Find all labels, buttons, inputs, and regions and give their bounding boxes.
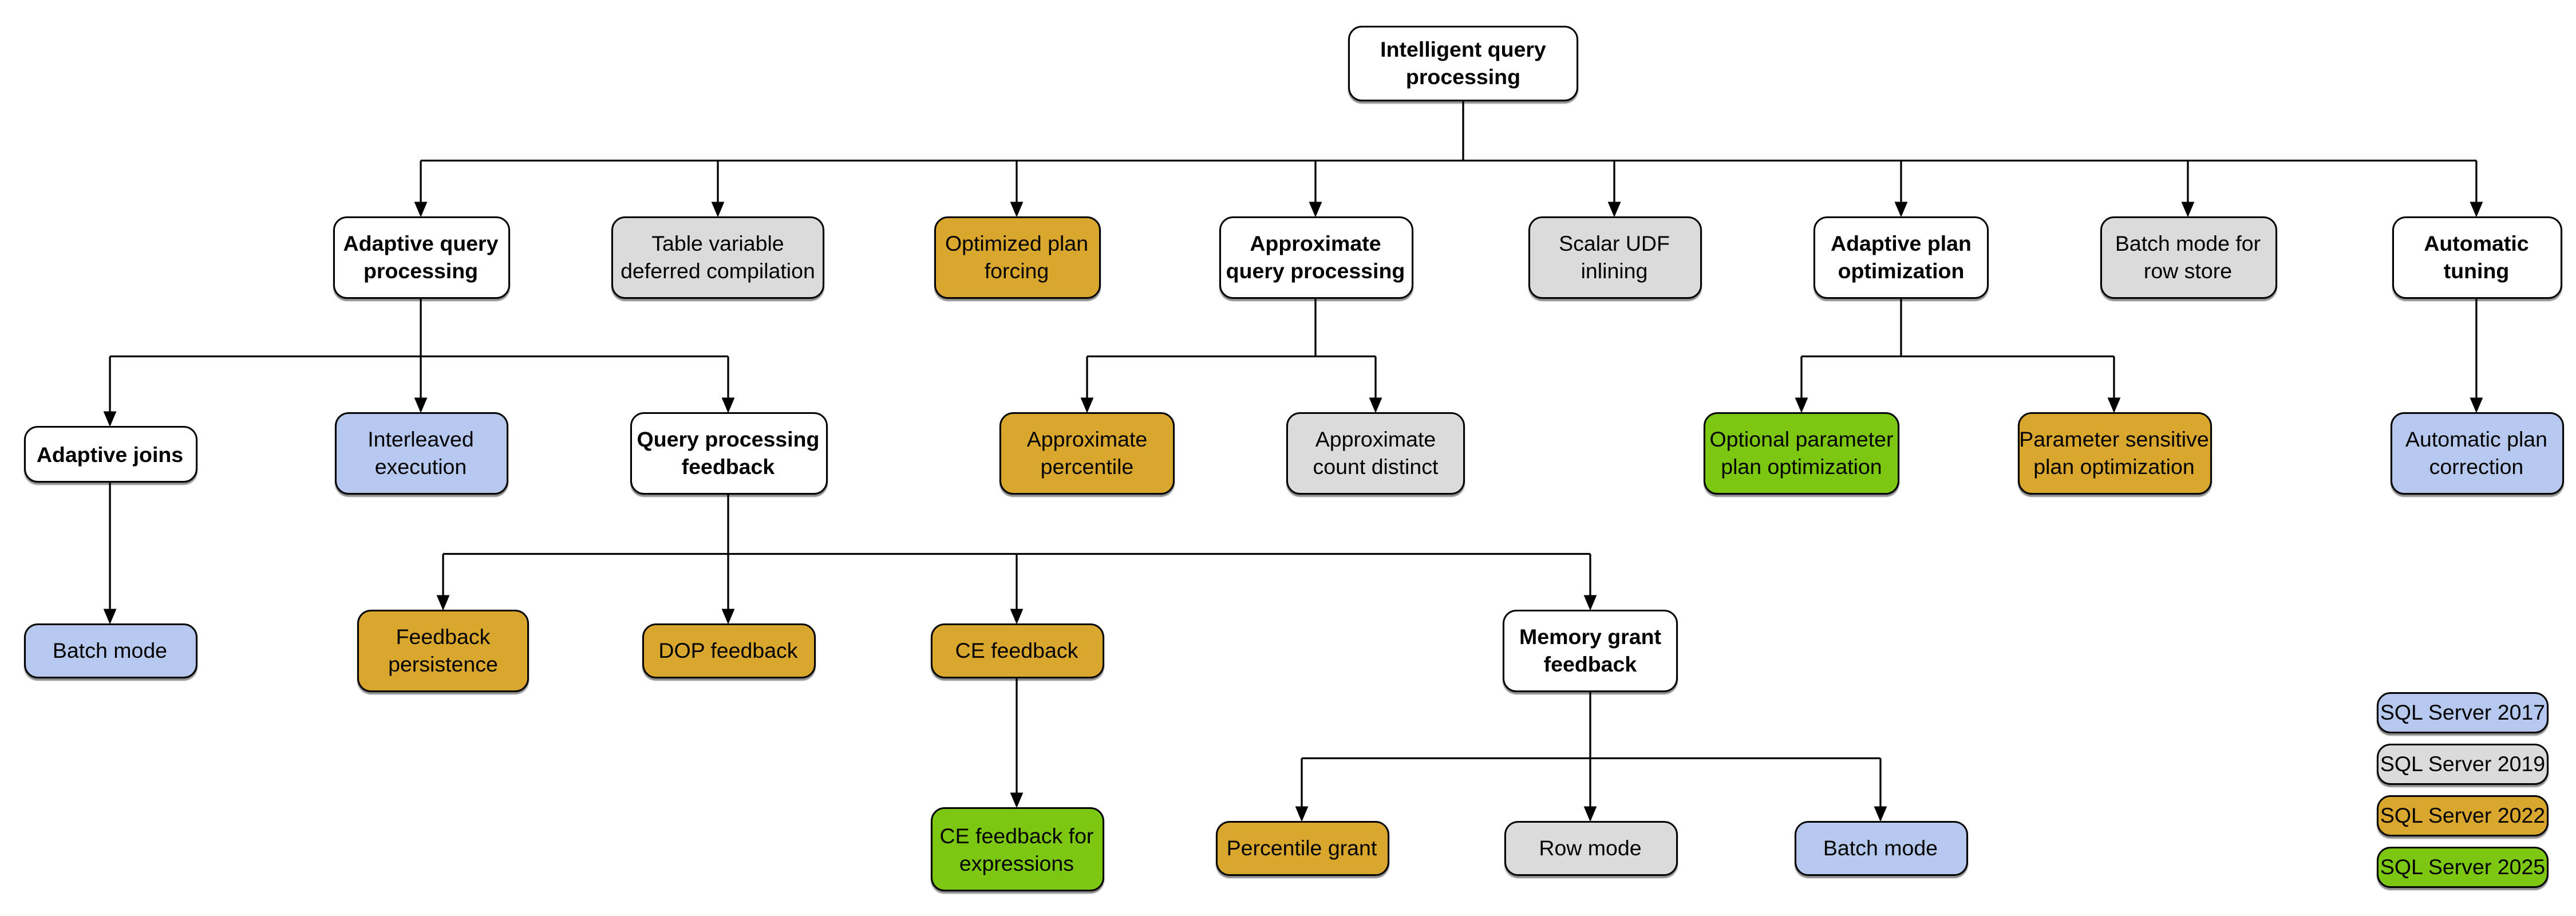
legend-item-2019: SQL Server 2019 xyxy=(2377,744,2549,785)
node-adaptive-query-processing: Adaptive query processing xyxy=(332,216,509,299)
arrowhead xyxy=(1583,595,1597,611)
arrowhead xyxy=(1010,202,1024,218)
node-intelligent-query-processing: Intelligent query processing xyxy=(1348,26,1578,101)
arrowhead xyxy=(1010,792,1024,808)
node-query-processing-feedback: Query processing feedback xyxy=(629,412,827,495)
arrowhead xyxy=(414,397,428,413)
node-percentile-grant: Percentile grant xyxy=(1215,821,1389,876)
legend-item-2022: SQL Server 2022 xyxy=(2377,795,2549,836)
arrowhead xyxy=(103,411,117,427)
arrowhead xyxy=(2470,397,2483,413)
node-batch-mode-memory-grant: Batch mode xyxy=(1793,821,1967,876)
legend-item-2017: SQL Server 2017 xyxy=(2377,692,2549,733)
edge-group-intelligent-query-processing xyxy=(414,101,2483,218)
arrowhead xyxy=(2470,202,2483,218)
edge-group-approximate-query-processing xyxy=(1080,298,1382,413)
edge-group-adaptive-plan-optimization xyxy=(1795,298,2121,413)
arrowhead xyxy=(1080,397,1094,413)
arrowhead xyxy=(1583,806,1597,822)
node-adaptive-joins: Adaptive joins xyxy=(23,426,197,483)
edge-group-query-processing-feedback xyxy=(436,494,1597,625)
node-table-variable-deferred-compilation: Table variable deferred compilation xyxy=(611,216,824,299)
edge-group-automatic-tuning xyxy=(2470,298,2483,413)
edge-group-adaptive-query-processing xyxy=(103,298,735,427)
node-feedback-persistence: Feedback persistence xyxy=(357,610,529,692)
arrowhead xyxy=(2107,397,2121,413)
node-batch-mode-for-row-store: Batch mode for row store xyxy=(2099,216,2277,299)
arrowhead xyxy=(711,202,725,218)
node-memory-grant-feedback: Memory grant feedback xyxy=(1503,610,1678,692)
arrowhead xyxy=(414,202,428,218)
node-automatic-tuning: Automatic tuning xyxy=(2391,216,2562,299)
arrowhead xyxy=(721,609,735,625)
node-automatic-plan-correction: Automatic plan correction xyxy=(2389,412,2563,495)
arrowhead xyxy=(1874,806,1887,822)
node-parameter-sensitive-plan-optimization: Parameter sensitive plan optimization xyxy=(2017,412,2211,495)
edge-group-adaptive-joins xyxy=(103,482,117,625)
arrowhead xyxy=(1607,202,1621,218)
node-adaptive-plan-optimization: Adaptive plan optimization xyxy=(1814,216,1989,299)
arrowhead xyxy=(721,397,735,413)
arrowhead xyxy=(1010,609,1024,625)
node-approximate-count-distinct: Approximate count distinct xyxy=(1286,412,1465,495)
arrowhead xyxy=(1369,397,1382,413)
legend-item-2025: SQL Server 2025 xyxy=(2377,847,2549,888)
arrowhead xyxy=(1795,397,1808,413)
edge-group-memory-grant-feedback xyxy=(1295,692,1887,822)
edge-group-ce-feedback xyxy=(1010,678,1024,808)
node-interleaved-execution: Interleaved execution xyxy=(334,412,508,495)
node-batch-mode-adaptive-joins: Batch mode xyxy=(23,623,197,678)
node-approximate-percentile: Approximate percentile xyxy=(999,412,1175,495)
node-ce-feedback: CE feedback xyxy=(930,623,1104,678)
arrowhead xyxy=(1309,202,1322,218)
node-ce-feedback-for-expressions: CE feedback for expressions xyxy=(930,807,1104,891)
node-optimized-plan-forcing: Optimized plan forcing xyxy=(933,216,1100,299)
arrowhead xyxy=(1295,806,1309,822)
node-approximate-query-processing: Approximate query processing xyxy=(1218,216,1413,299)
arrowhead xyxy=(436,595,450,611)
node-scalar-udf-inlining: Scalar UDF inlining xyxy=(1527,216,1701,299)
arrowhead xyxy=(1894,202,1908,218)
node-row-mode: Row mode xyxy=(1503,821,1677,876)
node-dop-feedback: DOP feedback xyxy=(641,623,815,678)
arrowhead xyxy=(2181,202,2195,218)
arrowhead xyxy=(103,609,117,625)
node-optional-parameter-plan-optimization: Optional parameter plan optimization xyxy=(1704,412,1899,495)
